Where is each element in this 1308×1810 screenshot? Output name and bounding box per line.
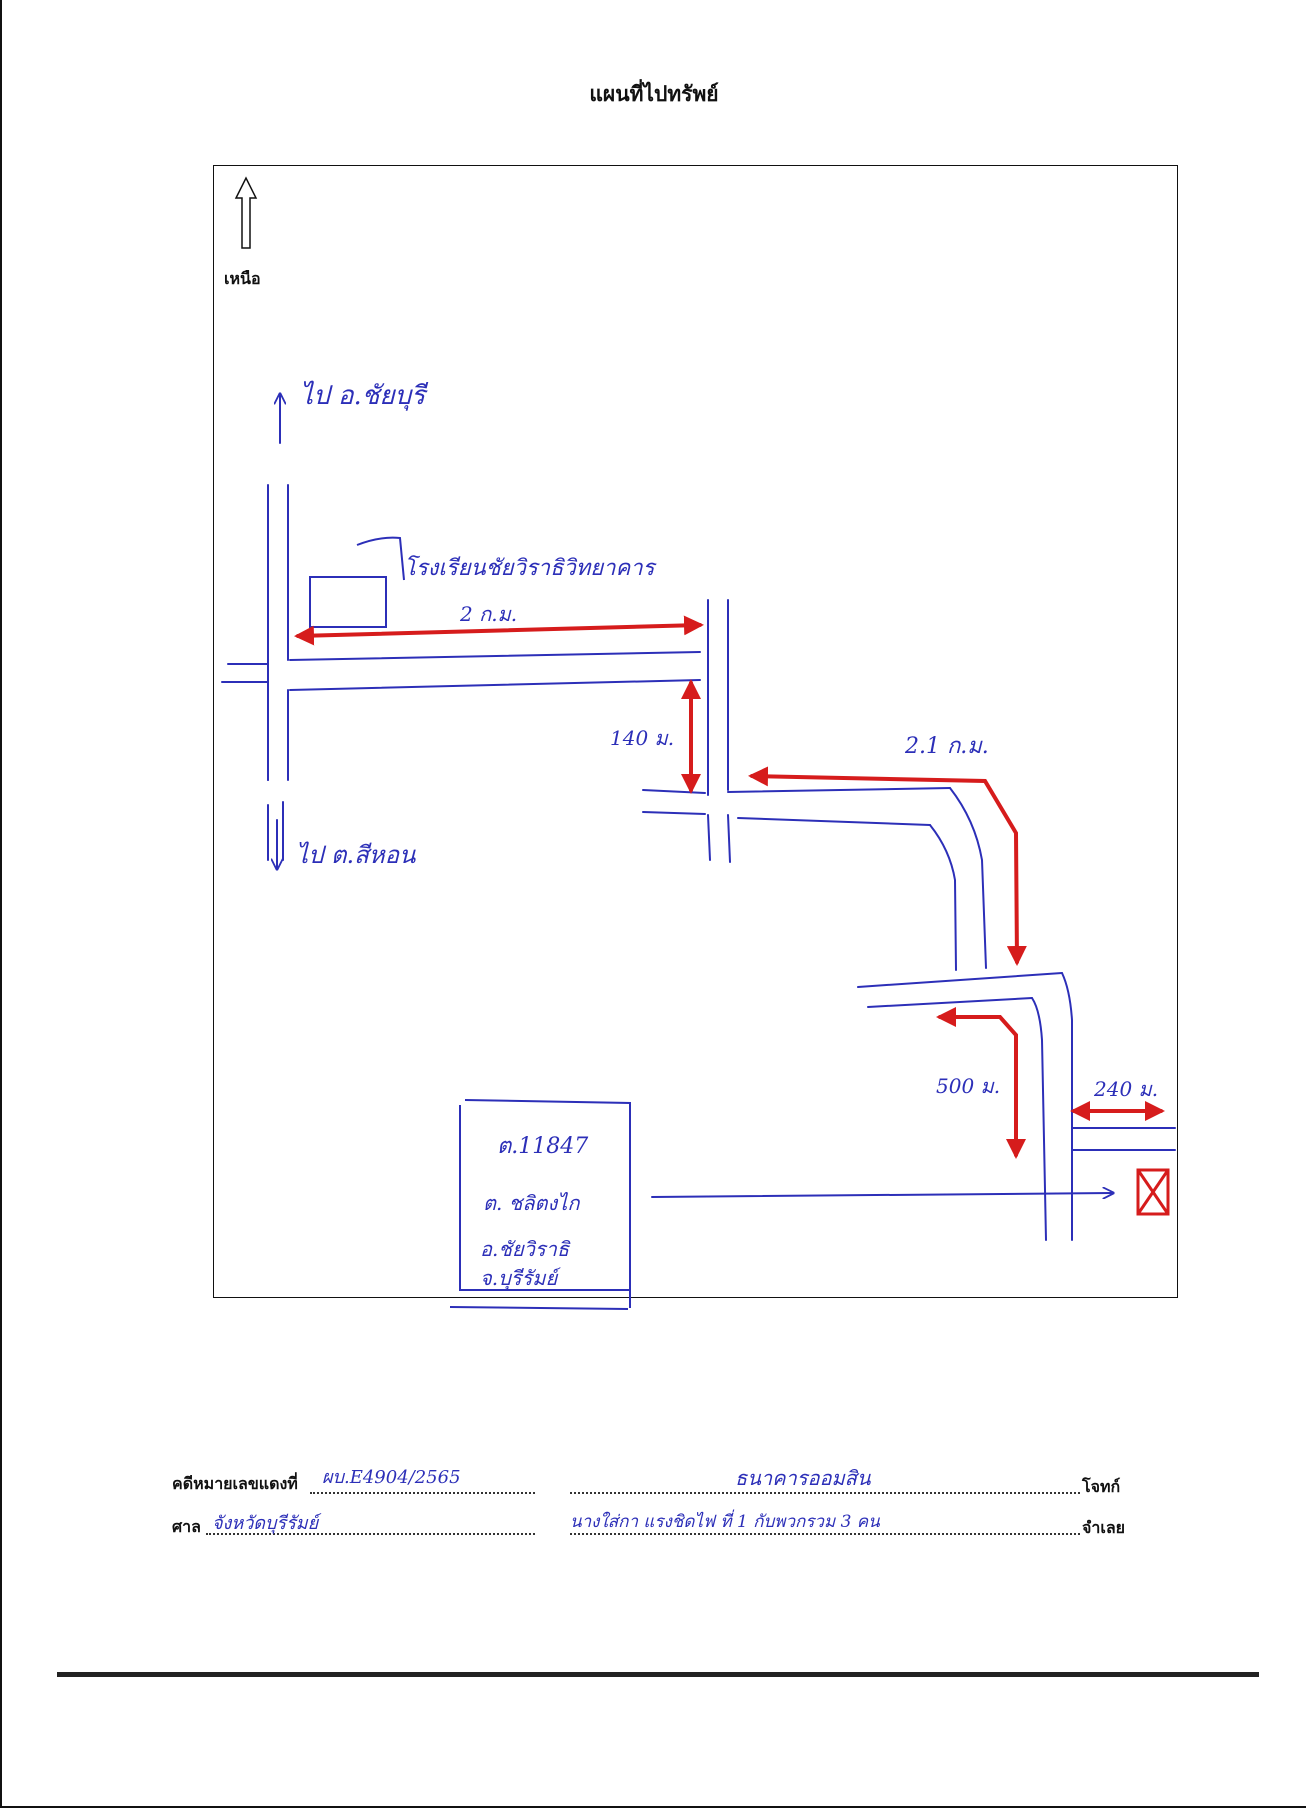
defendant-line — [570, 1533, 1080, 1535]
dist-school-road-label: 2 ก.ม. — [460, 602, 518, 626]
roads — [221, 395, 1176, 1241]
dist-curve-label: 2.1 ก.ม. — [905, 734, 989, 759]
defendant-label: จำเลย — [1082, 1518, 1126, 1537]
defendant-value: นางใส่กา แรงชิดไฟ ที่ 1 กับพวกรวม 3 คน — [570, 1512, 880, 1532]
to-south-road-label: ไป ต.สีหอน — [296, 841, 416, 869]
case-number-line — [310, 1492, 535, 1494]
plot-box-line3: อ.ชัยวิราธิ — [480, 1237, 570, 1261]
plot-box-line4: จ.บุรีรัมย์ — [480, 1266, 558, 1290]
court-label: ศาล — [172, 1517, 201, 1536]
map-frame — [213, 165, 1178, 1298]
court-line — [206, 1533, 535, 1535]
case-number-label: คดีหมายเลขแดงที่ — [172, 1474, 298, 1493]
distance-arrows — [294, 615, 1165, 1159]
case-number-value: ผบ.E4904/2565 — [322, 1467, 461, 1488]
dist-down-label: 500 ม. — [936, 1074, 1001, 1098]
north-label: เหนือ — [224, 269, 261, 288]
plaintiff-label: โจทก์ — [1082, 1477, 1121, 1496]
dist-right-label: 240 ม. — [1094, 1077, 1159, 1101]
plot-box — [449, 1099, 631, 1310]
plot-box-line1: ต.11847 — [497, 1134, 589, 1159]
north-arrow-icon — [234, 176, 258, 249]
plaintiff-line — [570, 1492, 1080, 1494]
target-property-icon — [1136, 1168, 1170, 1216]
school-label: โรงเรียนชัยวิราธิวิทยาคาร — [404, 556, 655, 581]
dist-vertical-label: 140 ม. — [610, 726, 675, 750]
school-building-icon — [309, 536, 405, 628]
page-title: แผนที่ไปทรัพย์ — [589, 82, 719, 106]
to-north-road-label: ไป อ.ชัยบุรี — [300, 381, 426, 411]
court-value: จังหวัดบุรีรัมย์ — [212, 1513, 319, 1534]
plot-box-line2: ต. ชลิตงไก — [483, 1191, 580, 1215]
plaintiff-value: ธนาคารออมสิน — [735, 1466, 871, 1490]
bottom-rule — [57, 1672, 1259, 1677]
